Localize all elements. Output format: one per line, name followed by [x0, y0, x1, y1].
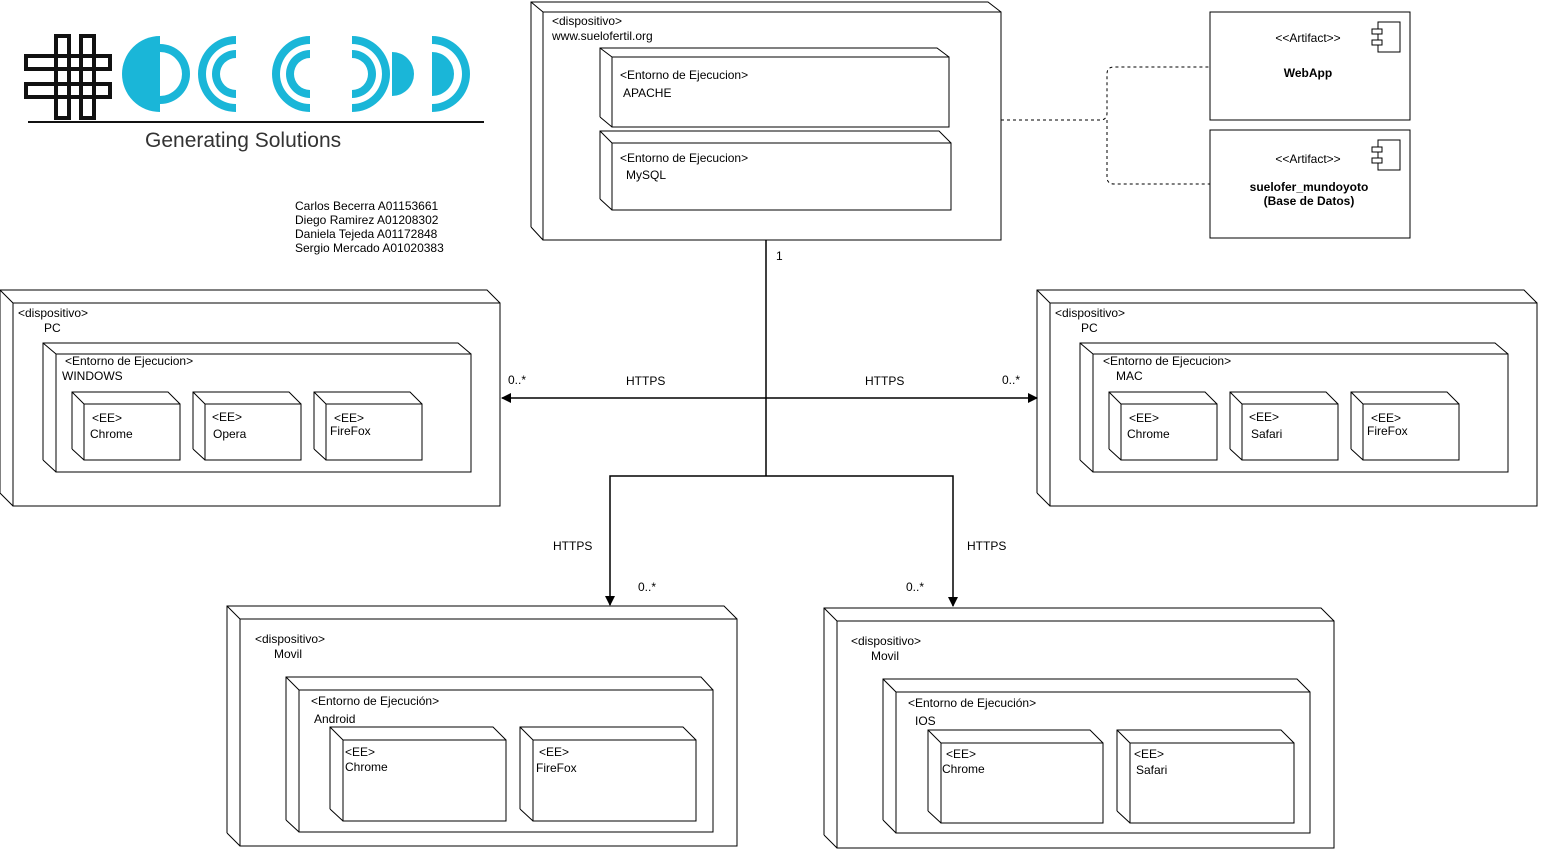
browser-chrome[interactable]	[1108, 391, 1218, 461]
multiplicity-label: 0..*	[508, 373, 526, 387]
protocol-label: HTTPS	[553, 539, 592, 553]
env-stereotype: <Entorno de Ejecucion>	[65, 354, 193, 368]
protocol-label: HTTPS	[967, 539, 1006, 553]
env-name: WINDOWS	[62, 369, 123, 383]
browser-firefox[interactable]	[1350, 391, 1460, 461]
browser-opera[interactable]	[192, 391, 302, 461]
env-apache[interactable]	[599, 47, 950, 128]
multiplicity-label: 1	[776, 249, 783, 263]
ee-stereotype: <EE>	[92, 411, 122, 425]
ee-stereotype: <EE>	[1134, 747, 1164, 761]
node-stereotype: <dispositivo>	[18, 306, 88, 320]
multiplicity-label: 0..*	[1002, 373, 1020, 387]
movil-android-node[interactable]	[226, 605, 738, 847]
multiplicity-label: 0..*	[906, 580, 924, 594]
component-icon	[1371, 139, 1401, 171]
company-logo: Generating Solutions	[24, 34, 484, 152]
author-name: Sergio Mercado A01020383	[295, 241, 444, 255]
browser-chrome[interactable]	[927, 729, 1104, 824]
artifact-name-line2: (Base de Datos)	[1264, 194, 1355, 208]
browser-safari[interactable]	[1116, 729, 1295, 824]
author-name: Daniela Tejeda A01172848	[295, 227, 438, 241]
env-name: Android	[314, 712, 355, 726]
ee-stereotype: <EE>	[946, 747, 976, 761]
https-connectors	[501, 240, 1038, 607]
env-stereotype: <Entorno de Ejecución>	[908, 696, 1036, 710]
author-list: Carlos Becerra A01153661 Diego Ramirez A…	[295, 199, 444, 255]
node-name: PC	[1081, 321, 1098, 335]
env-mysql[interactable]	[599, 130, 952, 211]
ee-stereotype: <EE>	[1249, 410, 1279, 424]
browser-firefox[interactable]	[313, 391, 423, 461]
artifact-stereotype: <<Artifact>>	[1275, 31, 1340, 45]
server-node[interactable]	[530, 1, 1002, 241]
protocol-label: HTTPS	[865, 374, 904, 388]
node-name: Movil	[274, 647, 302, 661]
env-name: IOS	[915, 714, 936, 728]
node-name: Movil	[871, 649, 899, 663]
browser-name: Safari	[1251, 427, 1282, 441]
env-name: MySQL	[626, 168, 666, 182]
artifact-webapp[interactable]	[1209, 11, 1411, 121]
env-stereotype: <Entorno de Ejecución>	[311, 694, 439, 708]
env-windows[interactable]	[42, 342, 472, 473]
author-name: Carlos Becerra A01153661	[295, 199, 439, 213]
hash-icon	[24, 34, 112, 120]
logo-tagline: Generating Solutions	[145, 129, 341, 152]
node-stereotype: <dispositivo>	[552, 14, 622, 28]
artifact-name: WebApp	[1284, 66, 1332, 80]
ee-stereotype: <EE>	[539, 745, 569, 759]
env-ios[interactable]	[882, 678, 1311, 834]
browser-firefox[interactable]	[519, 726, 697, 822]
ee-stereotype: <EE>	[1129, 411, 1159, 425]
env-stereotype: <Entorno de Ejecucion>	[620, 68, 748, 82]
ee-stereotype: <EE>	[334, 411, 364, 425]
browser-name: Opera	[213, 427, 247, 441]
node-stereotype: <dispositivo>	[255, 632, 325, 646]
ee-stereotype: <EE>	[1371, 411, 1401, 425]
env-stereotype: <Entorno de Ejecucion>	[620, 151, 748, 165]
artifact-name: suelofer_mundoyoto	[1250, 180, 1369, 194]
protocol-label: HTTPS	[626, 374, 665, 388]
node-stereotype: <dispositivo>	[1055, 306, 1125, 320]
browser-name: Chrome	[345, 760, 388, 774]
author-name: Diego Ramirez A01208302	[295, 213, 439, 227]
browser-name: Safari	[1136, 763, 1167, 777]
node-name: PC	[44, 321, 61, 335]
multiplicity-label: 0..*	[638, 580, 656, 594]
pc-windows-node[interactable]	[0, 289, 501, 507]
ee-stereotype: <EE>	[345, 745, 375, 759]
browser-name: FireFox	[330, 424, 371, 438]
browser-name: Chrome	[90, 427, 133, 441]
env-name: APACHE	[623, 86, 671, 100]
browser-chrome[interactable]	[329, 726, 507, 822]
env-mac[interactable]	[1079, 342, 1509, 473]
browser-name: FireFox	[536, 761, 577, 775]
browser-name: Chrome	[1127, 427, 1170, 441]
browser-name: FireFox	[1367, 424, 1408, 438]
dependency-connector	[1001, 66, 1210, 185]
pc-mac-node[interactable]	[1036, 289, 1538, 507]
env-stereotype: <Entorno de Ejecucion>	[1103, 354, 1231, 368]
env-android[interactable]	[285, 676, 714, 833]
logo-cyan-marks	[122, 36, 470, 112]
browser-safari[interactable]	[1229, 391, 1339, 461]
artifact-stereotype: <<Artifact>>	[1275, 152, 1340, 166]
node-stereotype: <dispositivo>	[851, 634, 921, 648]
env-name: MAC	[1116, 369, 1143, 383]
ee-stereotype: <EE>	[212, 410, 242, 424]
movil-ios-node[interactable]	[823, 607, 1335, 849]
browser-name: Chrome	[942, 762, 985, 776]
browser-chrome[interactable]	[71, 391, 181, 461]
component-icon	[1371, 21, 1401, 53]
node-name: www.suelofertil.org	[551, 29, 653, 43]
